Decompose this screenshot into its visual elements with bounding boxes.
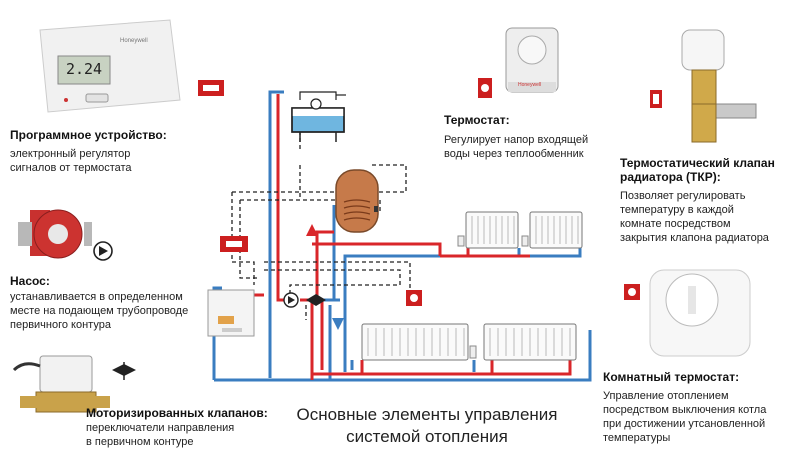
thermostat-desc-2: воды через теплообменник [444,148,584,160]
programmer-desc-2: сигналов от термостата [10,162,132,174]
trv-title-1: Термостатический клапан [620,156,775,170]
thermostat-title: Термостат: [444,113,510,127]
marker-room-thermostat [624,284,640,300]
thermostat-device [505,27,559,93]
valves-desc-1: переключатели направления [86,422,235,434]
trv-title-2: радиатора (ТКР): [620,170,721,184]
trv-desc-2: температуру в каждой [620,204,734,216]
thermostat-desc-1: Регулирует напор входящей [444,134,589,146]
motorized-valve-device [12,355,110,413]
valves-desc-2: в первичном контуре [86,436,194,448]
hot-water-cylinder [335,169,379,233]
radiator-valves [457,235,529,359]
programmer-desc-1: электронный регулятор [10,148,131,160]
caption-line-2: системой отопления [346,427,508,446]
trv-desc-4: закрытия клапона радиатора [620,232,769,244]
valve-symbol [306,294,326,306]
pump-desc-3: первичного контура [10,319,111,331]
up-arrow-red [306,224,318,236]
valves-title: Моторизированных клапанов: [86,406,268,420]
marker-programmer [198,80,224,96]
thermostat-brand: Honeywell [518,82,542,88]
pump-desc-1: устанавливается в определенном [10,291,183,303]
room-thermostat-device [649,269,751,357]
trv-desc-3: комнате посредством [620,218,731,230]
programmer-device [39,19,181,113]
radiator-top-left [465,211,519,249]
down-arrow-blue [332,318,344,330]
pump-symbol [283,292,299,308]
boiler [207,289,255,337]
marker-center-left [220,236,248,252]
marker-trv [650,90,662,108]
pump-desc-2: месте на подающем трубопроводе [10,305,189,317]
pump-title: Насос: [10,274,50,288]
programmer-title: Программное устройство: [10,128,167,142]
caption-line-1: Основные элементы управления [296,405,558,424]
marker-thermostat [478,78,492,98]
marker-valve [112,362,136,380]
room-thermostat-desc-4: температуры [603,432,671,444]
radiator-bottom-left [361,323,469,361]
marker-pump [93,241,113,261]
expansion-tank [291,91,346,142]
programmer-display: 2.24 [65,60,103,78]
radiator-top-right [529,211,583,249]
trv-device [681,29,757,143]
room-thermostat-title: Комнатный термостат: [603,370,740,384]
marker-center [406,290,422,306]
room-thermostat-desc-2: посредством выключения котла [603,404,767,416]
control-wiring [231,110,411,320]
pump-device [18,209,92,259]
room-thermostat-desc-1: Управление отоплением [603,390,729,402]
trv-desc-1: Позволяет регулировать [620,190,746,202]
programmer-brand: Honeywell [120,38,148,44]
room-thermostat-desc-3: при достижении утсановленной [603,418,766,430]
